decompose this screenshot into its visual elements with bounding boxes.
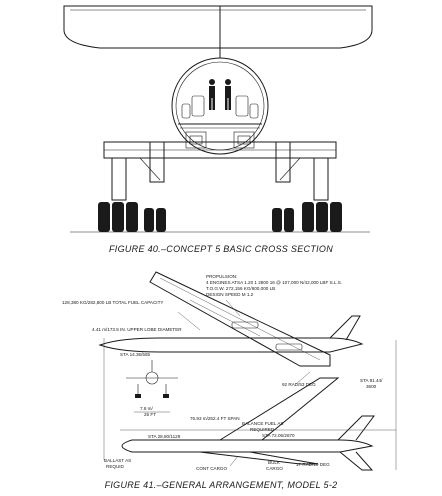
fuselage-side-view (98, 337, 364, 353)
propulsion-block: PROPULSION: 4 ENGINES ATSA 1.20 1 2800 1… (206, 274, 342, 297)
cargo-label: CARGO (266, 466, 283, 471)
propulsion-design-speed: DESIGN SPEED M 1.2 (206, 292, 254, 297)
sta-right-label-2: 3600 (366, 384, 377, 389)
sta-right-label-1: STA 91.44/ (360, 378, 383, 383)
cont-cargo-label: CONT CARGO (196, 466, 227, 471)
fuselage-plan-view (121, 439, 374, 453)
figure-41-caption: FIGURE 41.–GENERAL ARRANGEMENT, MODEL 5-… (104, 480, 338, 490)
balance-fuel-label-1: BALANCE FUEL AS (242, 421, 283, 426)
engine-nacelles (231, 321, 303, 351)
front-view (126, 360, 178, 398)
fuselage-section (171, 57, 269, 155)
general-arrangement-drawing (98, 271, 397, 471)
landing-gear-structure (103, 141, 337, 201)
vertical-tail (329, 315, 361, 341)
cargo-containers (185, 131, 255, 149)
cross-section-drawing (63, 5, 373, 233)
wing-planform (149, 271, 331, 367)
passenger-figures (209, 79, 231, 110)
fuel-capacity-label: 128,380 KG/282,800 LB TOTAL FUEL CAPACIT… (62, 300, 163, 305)
ballast-label-1: BALLAST AS (104, 458, 131, 463)
sta-aft-label: STA 72.06/2870 (262, 433, 295, 438)
ballast-label-2: REQUID (106, 464, 125, 469)
trad-label: 17 RAD/10 DEG (296, 462, 330, 467)
wing-panel (63, 5, 373, 49)
figure-40-caption: FIGURE 40.–CONCEPT 5 BASIC CROSS SECTION (108, 244, 334, 254)
propulsion-togw: T.O.G.W. 272,156 KG/600,000 LB (206, 286, 275, 291)
passenger-seats (181, 95, 259, 119)
propulsion-heading: PROPULSION: (206, 274, 237, 279)
landing-wheels (98, 202, 342, 232)
width-label-2: 25 FT (144, 412, 156, 417)
width-label: 7.8 m/ (140, 406, 153, 411)
rad-deg-label: 92 RAD/53 DEG (282, 382, 316, 387)
bulk-label: BULK (268, 460, 281, 465)
span-label: 76.93 m/252.4 FT SPAN (190, 416, 240, 421)
sta-left-label: STA 14.36/565 (120, 352, 150, 357)
balance-fuel-label-2: REQUIRED (250, 427, 275, 432)
sta-mid-label: STA 28.80/1129 (148, 434, 181, 439)
wing-plan-upper (219, 377, 340, 441)
propulsion-engines: 4 ENGINES ATSA 1.20 1 2800 16 @ 107,000 … (206, 280, 342, 285)
upper-lobe-label: 4.41 m/173.5 IN. UPPER LOBE DIAMETER (92, 327, 182, 332)
